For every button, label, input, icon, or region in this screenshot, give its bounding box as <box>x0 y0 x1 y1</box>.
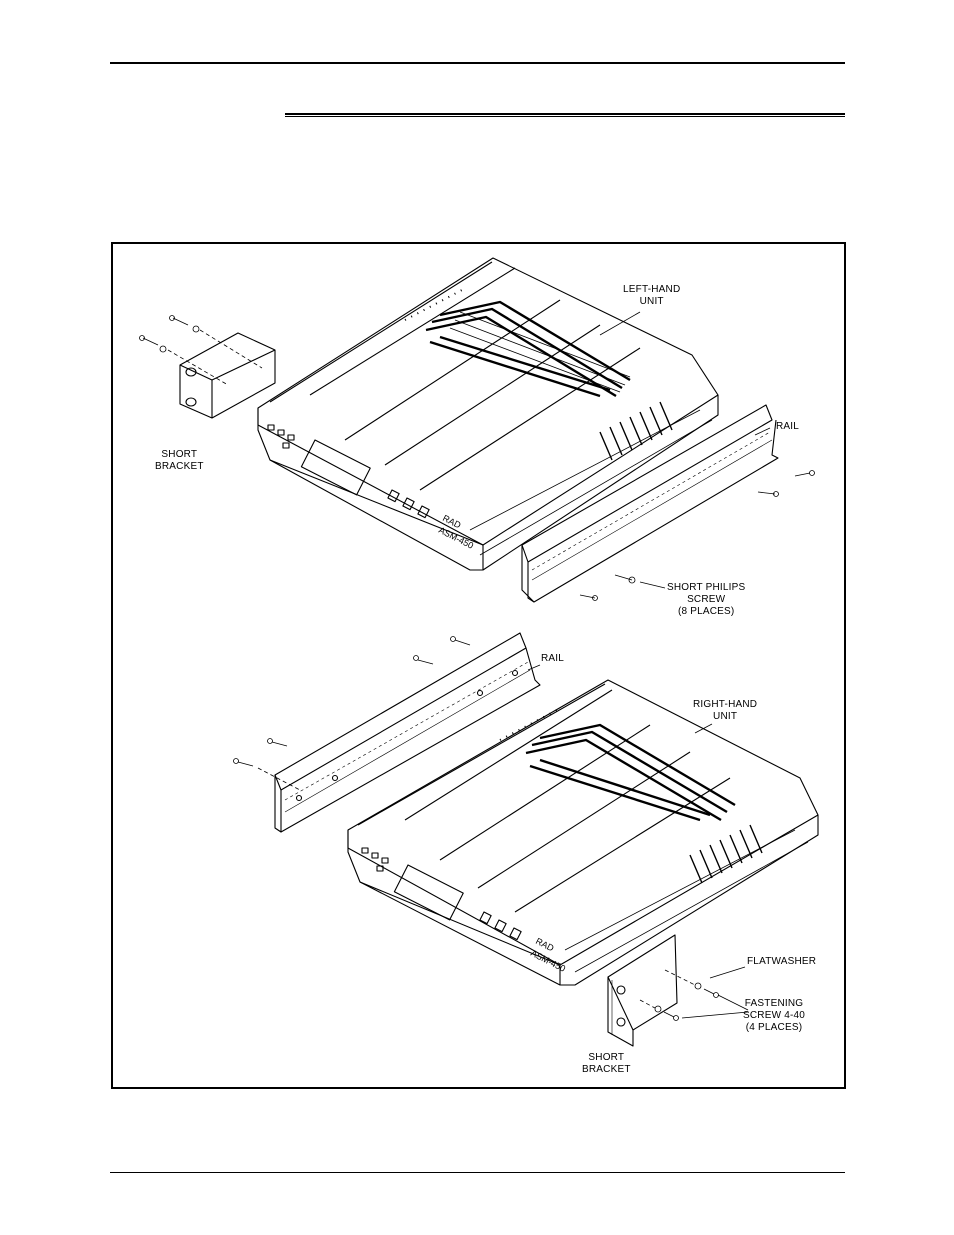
label-right-hand-unit: RIGHT-HAND UNIT <box>693 699 757 723</box>
footer-rule <box>110 1172 845 1173</box>
bottom-rail <box>274 632 541 833</box>
label-line: UNIT <box>639 296 664 307</box>
label-fastening-screw: FASTENING SCREW 4-40 (4 PLACES) <box>743 998 805 1034</box>
label-line: SCREW 4-40 <box>743 1010 806 1021</box>
label-line: UNIT <box>713 711 738 722</box>
label-short-bracket-bottom: SHORT BRACKET <box>582 1052 631 1076</box>
label-short-bracket-top: SHORT BRACKET <box>155 449 204 473</box>
label-rail-bottom: RAIL <box>541 653 565 664</box>
label-rail-top: RAIL <box>776 421 800 432</box>
label-line: FASTENING <box>744 998 804 1009</box>
label-line: BRACKET <box>582 1064 631 1075</box>
label-left-hand-unit: LEFT-HAND UNIT <box>623 284 680 308</box>
top-bracket-screws <box>139 315 263 386</box>
top-rail <box>521 404 779 603</box>
label-line: RIGHT-HAND <box>693 699 758 710</box>
label-line: LEFT-HAND <box>623 284 681 295</box>
right-hand-unit <box>347 679 819 986</box>
bottom-rail-screws <box>233 636 471 791</box>
label-line: SCREW <box>687 594 726 605</box>
section-rule <box>285 113 845 117</box>
bottom-short-bracket <box>607 934 678 1047</box>
top-short-bracket <box>179 332 276 419</box>
label-line: (4 PLACES) <box>745 1022 803 1033</box>
header-rule <box>110 62 845 64</box>
label-flatwasher: FLATWASHER <box>747 956 817 967</box>
label-line: SHORT <box>588 1052 625 1063</box>
label-line: BRACKET <box>155 461 204 472</box>
bottom-bracket-fasteners <box>639 966 749 1021</box>
label-line: SHORT <box>161 449 198 460</box>
figure-frame <box>111 242 846 1089</box>
label-line: (8 PLACES) <box>677 606 735 617</box>
left-hand-unit <box>257 257 719 571</box>
top-rail-screws <box>579 470 815 601</box>
label-line: SHORT PHILIPS <box>667 582 746 593</box>
label-short-philips-screw: SHORT PHILIPS SCREW (8 PLACES) <box>667 582 745 618</box>
